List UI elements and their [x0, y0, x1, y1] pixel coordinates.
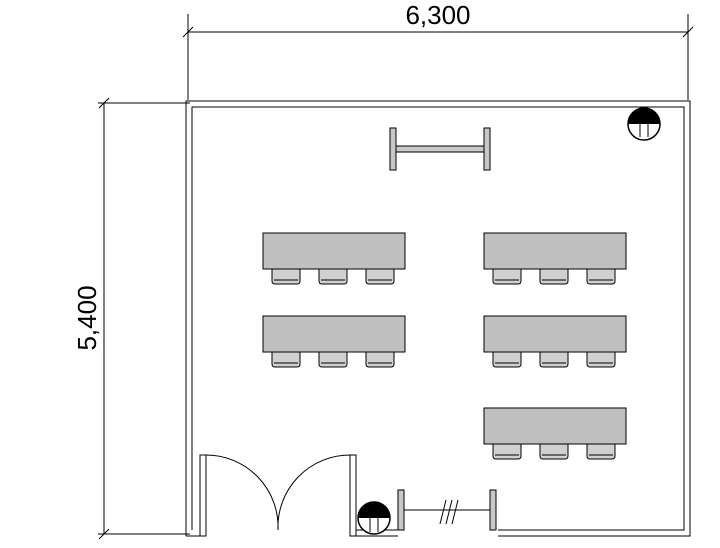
desk-top — [483, 232, 627, 270]
desk-with-chairs — [262, 315, 406, 368]
chair — [271, 351, 301, 368]
desk-with-chairs — [483, 232, 627, 285]
desk-group — [262, 232, 627, 460]
width-dimension: 6,300 — [182, 0, 694, 100]
chair — [492, 443, 522, 460]
chair — [365, 268, 395, 285]
width-dimension-label: 6,300 — [405, 0, 470, 30]
column-bottom — [357, 501, 391, 535]
desk-with-chairs — [483, 407, 627, 460]
whiteboard-stand — [389, 127, 491, 171]
chair — [318, 268, 348, 285]
desk-top — [262, 315, 406, 353]
chair — [586, 351, 616, 368]
chair — [492, 268, 522, 285]
chair — [539, 268, 569, 285]
double-door — [199, 454, 357, 537]
chair — [365, 351, 395, 368]
desk-top — [262, 232, 406, 270]
desk-with-chairs — [483, 315, 627, 368]
chair — [492, 351, 522, 368]
chair — [539, 351, 569, 368]
chair — [586, 443, 616, 460]
desk-top — [483, 407, 627, 445]
room-walls — [185, 100, 691, 537]
chair — [539, 443, 569, 460]
height-dimension-label: 5,400 — [72, 285, 102, 350]
height-dimension: 5,400 — [72, 97, 190, 540]
column-top-right — [627, 107, 661, 141]
bench-fixture — [397, 489, 497, 531]
chair — [318, 351, 348, 368]
chair — [586, 268, 616, 285]
chair — [271, 268, 301, 285]
desk-with-chairs — [262, 232, 406, 285]
desk-top — [483, 315, 627, 353]
